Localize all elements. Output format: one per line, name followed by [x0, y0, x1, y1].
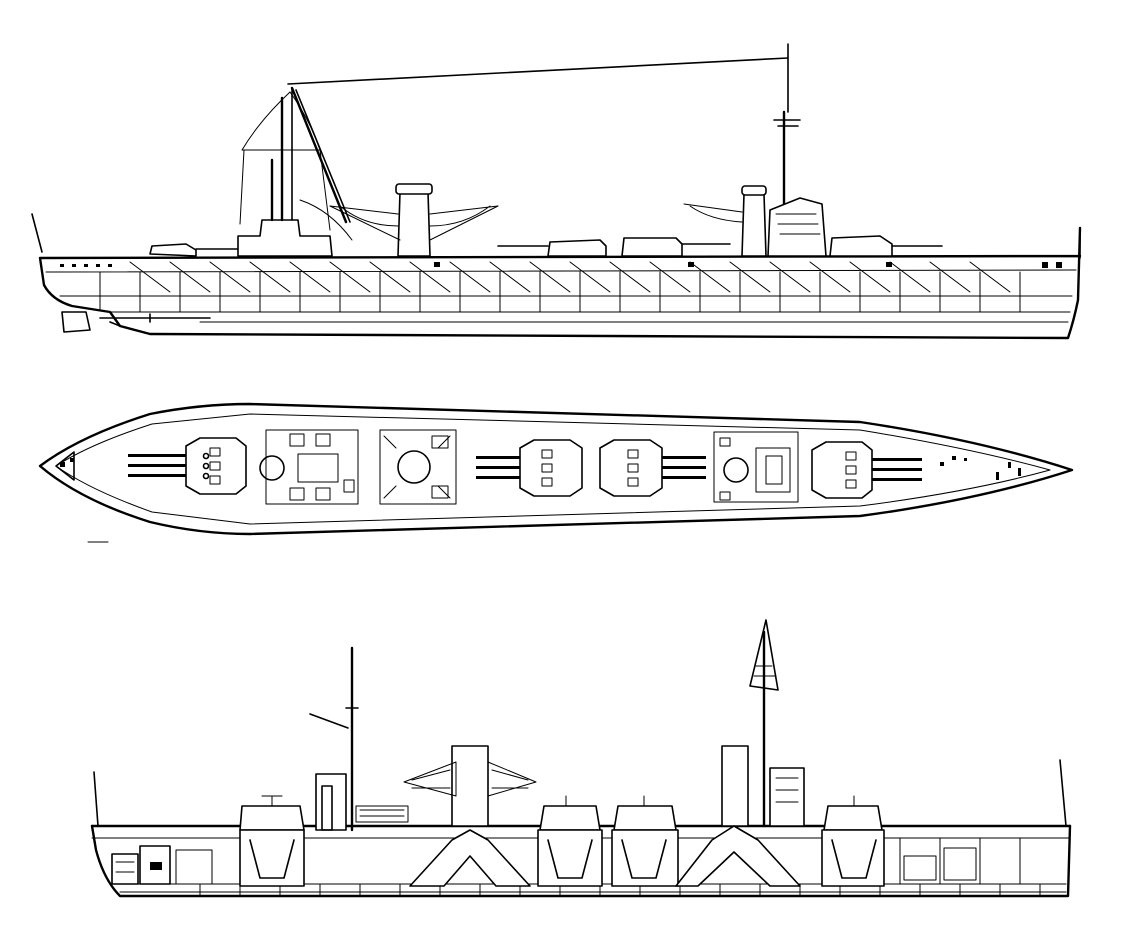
section-foremast — [749, 619, 805, 828]
plan-turret-mid — [476, 439, 583, 497]
plan-aft-superstructure — [259, 429, 359, 505]
plan-funnel-aft — [713, 431, 799, 503]
section-turret-mid — [537, 795, 603, 887]
profile-belt-hatching — [129, 261, 1011, 293]
side-profile-view — [31, 43, 1082, 340]
deck-plan-view — [38, 402, 1074, 543]
section-mainmast — [309, 646, 409, 832]
plan-turret-forward — [811, 441, 922, 499]
profile-funnel-forward — [329, 183, 499, 257]
profile-turret-mid2 — [621, 237, 731, 257]
section-turret-mid2 — [611, 795, 679, 887]
plan-turret-aft — [128, 437, 247, 495]
section-turret-forward — [821, 795, 885, 887]
profile-turret-forward — [829, 235, 943, 257]
section-turret-aft — [239, 795, 305, 887]
plan-turret-mid2 — [599, 439, 706, 497]
profile-turret-mid — [497, 239, 607, 257]
plan-funnel-forward — [379, 429, 457, 505]
section-funnel-aft — [675, 745, 801, 887]
profile-mainmast — [237, 86, 353, 257]
plan-hull-outline — [38, 402, 1074, 536]
section-funnel-forward — [403, 745, 537, 887]
profile-rudder — [61, 311, 91, 333]
section-stern-gear — [111, 845, 213, 885]
inboard-section-view — [90, 619, 1072, 898]
profile-funnel-aft — [683, 185, 767, 257]
profile-foremast — [767, 43, 827, 257]
section-hull — [90, 824, 1072, 898]
profile-turret-aft — [149, 243, 241, 257]
profile-antenna-wire — [287, 57, 789, 85]
section-bow-compartments — [899, 837, 1021, 885]
